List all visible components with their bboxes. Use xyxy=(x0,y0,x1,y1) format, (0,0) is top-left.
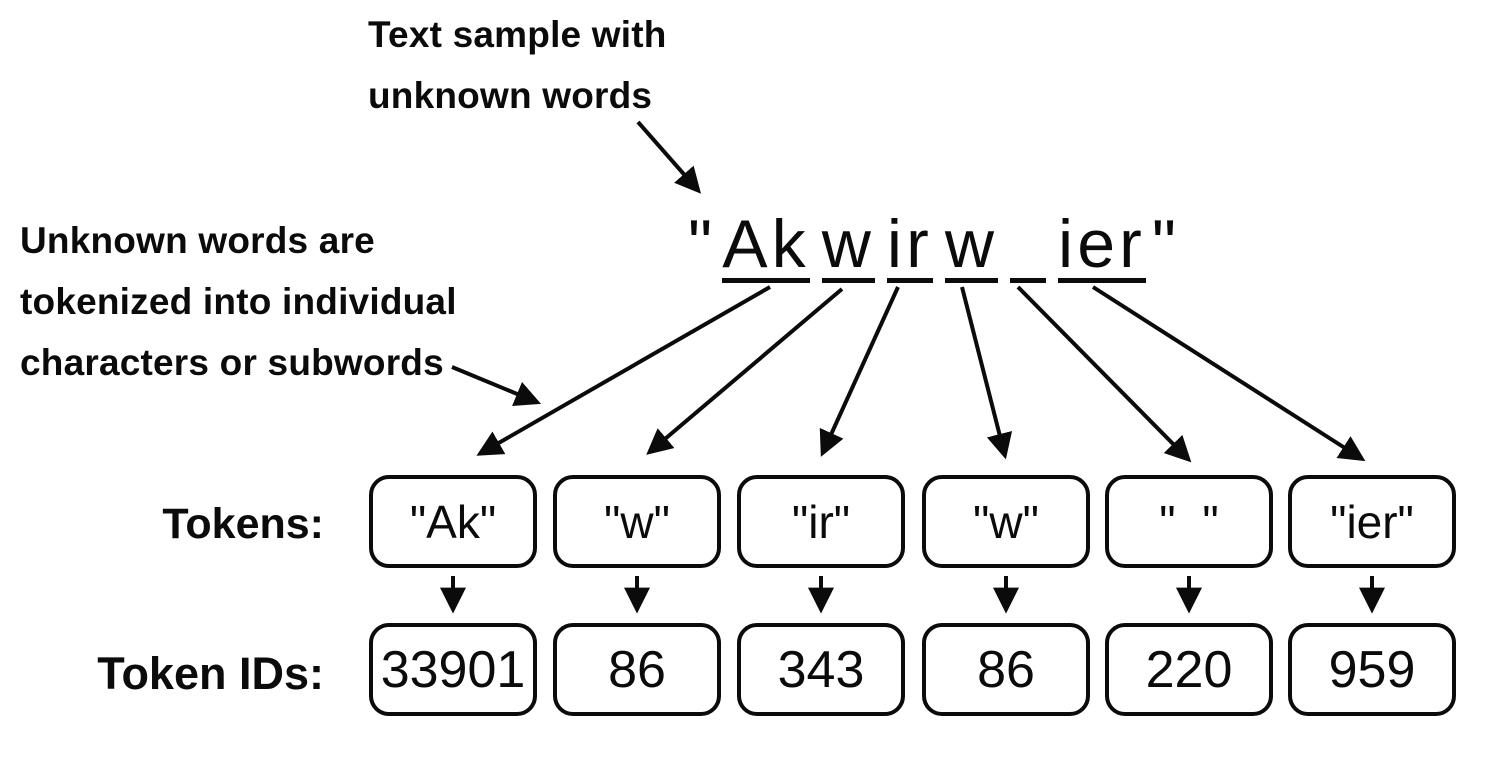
fan-arrow-4 xyxy=(960,286,1013,460)
token-id-label-3: 343 xyxy=(777,640,865,699)
token-ids-row-label: Token IDs: xyxy=(97,648,324,699)
token-box-6: "ier" xyxy=(1288,475,1456,568)
sample-segment-space xyxy=(1010,210,1047,283)
left-annotation-line-2: tokenized into individual xyxy=(20,281,457,322)
token-box-3: "ir" xyxy=(737,475,905,568)
token-label-2: "w" xyxy=(604,495,670,548)
token-label-1: "Ak" xyxy=(409,495,497,548)
token-label-4: "w" xyxy=(973,495,1039,548)
left-annotation-arrow xyxy=(451,365,542,406)
left-annotation-line-3: characters or subwords xyxy=(20,342,444,383)
top-annotation: Text sample with unknown words xyxy=(368,4,667,126)
token-box-4: "w" xyxy=(922,475,1090,568)
token-box-2: "w" xyxy=(553,475,721,568)
token-label-3: "ir" xyxy=(791,495,851,548)
top-annotation-arrow xyxy=(636,120,702,194)
token-id-box-6: 959 xyxy=(1288,623,1456,716)
fan-arrow-3 xyxy=(819,286,900,457)
open-quote: " xyxy=(688,206,717,282)
close-quote: " xyxy=(1151,206,1181,282)
sample-segment-w1: w xyxy=(821,206,875,283)
token-label-6: "ier" xyxy=(1330,495,1414,548)
token-id-box-4: 86 xyxy=(922,623,1090,716)
token-id-box-1: 33901 xyxy=(369,623,537,716)
top-annotation-line-1: Text sample with xyxy=(368,14,667,55)
left-annotation: Unknown words are tokenized into individ… xyxy=(20,210,457,393)
sample-segment-ir: ir xyxy=(886,206,933,283)
token-id-label-6: 959 xyxy=(1328,640,1416,699)
left-annotation-line-1: Unknown words are xyxy=(20,220,375,261)
sample-segment-w2: w xyxy=(944,206,999,283)
token-id-box-2: 86 xyxy=(553,623,721,716)
token-id-label-2: 86 xyxy=(608,640,666,699)
token-label-5: " " xyxy=(1159,495,1219,548)
sample-segment-ak: Ak xyxy=(722,206,810,283)
token-id-box-3: 343 xyxy=(737,623,905,716)
fan-arrow-5 xyxy=(1016,285,1192,463)
token-box-5: " " xyxy=(1105,475,1273,568)
sample-segment-ier: ier xyxy=(1058,206,1146,283)
tokens-row-label: Tokens: xyxy=(162,500,324,548)
token-box-1: "Ak" xyxy=(369,475,537,568)
fan-arrow-1 xyxy=(476,285,771,456)
token-id-label-4: 86 xyxy=(977,640,1035,699)
token-id-box-5: 220 xyxy=(1105,623,1273,716)
fan-arrow-6 xyxy=(1091,285,1366,462)
token-id-label-1: 33901 xyxy=(380,640,526,699)
top-annotation-line-2: unknown words xyxy=(368,75,653,116)
fan-arrow-2 xyxy=(646,287,844,455)
token-id-label-5: 220 xyxy=(1145,640,1233,699)
